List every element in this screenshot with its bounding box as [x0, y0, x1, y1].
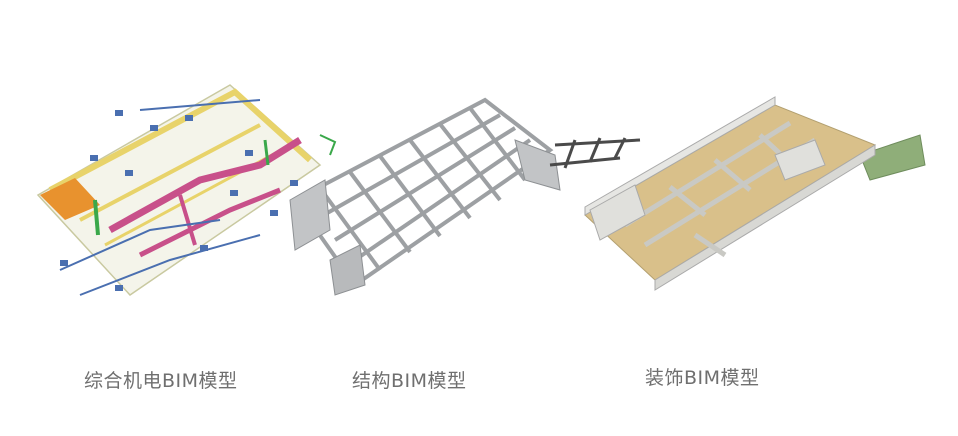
mep-model-caption: 综合机电BIM模型	[84, 370, 238, 392]
decoration-model-image	[575, 95, 935, 295]
decoration-model-caption: 装饰BIM模型	[645, 367, 760, 389]
structure-model-drawing	[289, 97, 641, 296]
mep-model-drawing	[36, 84, 337, 296]
decoration-model-drawing	[584, 96, 926, 291]
structure-model-caption: 结构BIM模型	[352, 370, 467, 392]
structure-model-image	[285, 90, 645, 300]
mep-model-image	[20, 70, 340, 350]
